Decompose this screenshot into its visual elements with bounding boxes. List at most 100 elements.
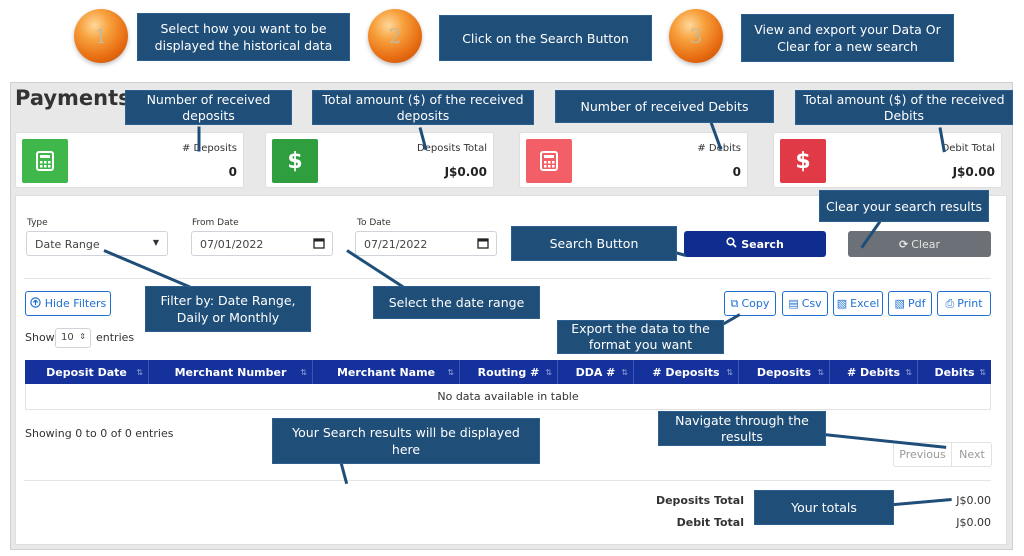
deposits-total-label: Deposits Total	[655, 494, 744, 507]
step-3-badge: 3	[669, 9, 723, 63]
step-3-callout: View and export your Data Or Clear for a…	[741, 14, 954, 62]
dollar-icon: $	[780, 139, 826, 183]
calendar-icon[interactable]	[313, 237, 325, 252]
from-date-value: 07/01/2022	[200, 238, 264, 251]
column-header-deposit-date[interactable]: Deposit Date ⇅	[25, 360, 149, 384]
from-date-input[interactable]: 07/01/2022	[191, 231, 333, 256]
callout-filter-by: Filter by: Date Range, Daily or Monthly	[145, 286, 311, 332]
card-value: 0	[732, 165, 741, 179]
updown-icon: ⇕	[79, 332, 86, 341]
copy-button[interactable]: ⧉Copy	[724, 291, 776, 316]
calculator-icon	[22, 139, 68, 183]
callout-date-range: Select the date range	[373, 286, 540, 319]
sort-icon: ⇅	[621, 367, 628, 377]
callout-text: Search Button	[549, 236, 639, 251]
type-select-value: Date Range	[35, 238, 100, 251]
next-page-button[interactable]: Next	[959, 448, 985, 461]
clear-button-label: Clear	[911, 237, 940, 251]
excel-button[interactable]: ▧Excel	[833, 291, 883, 316]
type-select[interactable]: Date Range ▼	[26, 231, 168, 256]
search-icon	[726, 237, 737, 251]
callout-text: Select the date range	[388, 295, 525, 310]
card-label: Debit Total	[941, 143, 995, 154]
column-header-merchant-name[interactable]: Merchant Name ⇅	[313, 360, 460, 384]
calculator-icon	[526, 139, 572, 183]
column-label: Routing #	[477, 365, 540, 379]
to-date-input[interactable]: 07/21/2022	[355, 231, 497, 256]
from-date-label: From Date	[192, 218, 239, 228]
type-label: Type	[27, 218, 48, 228]
card-value: J$0.00	[952, 165, 995, 179]
sort-icon: ⇅	[726, 367, 733, 377]
callout-pointer	[197, 126, 201, 152]
print-icon: ⎙	[945, 296, 955, 310]
refresh-icon: ⟳	[899, 237, 909, 251]
calendar-icon[interactable]	[477, 237, 489, 252]
callout-clear-results: Clear your search results	[819, 190, 989, 222]
callout-search-button: Search Button	[511, 226, 677, 261]
copy-icon: ⧉	[730, 296, 739, 310]
step-1-badge: 1	[74, 9, 128, 63]
table-empty-row: No data available in table	[25, 384, 991, 410]
entries-select[interactable]: 10 ⇕	[55, 328, 91, 348]
callout-received-deposits: Number of received deposits	[125, 90, 292, 125]
hide-filters-label: Hide Filters	[44, 297, 107, 310]
column-label: Deposits	[756, 365, 812, 379]
excel-label: Excel	[850, 297, 880, 310]
dollar-icon: $	[272, 139, 318, 183]
csv-label: Csv	[801, 297, 822, 310]
column-label: Merchant Name	[336, 365, 436, 379]
file-pdf-icon: ▧	[894, 297, 905, 310]
step-1-callout: Select how you want to be displayed the …	[137, 13, 350, 61]
pdf-button[interactable]: ▧Pdf	[888, 291, 932, 316]
previous-page-button[interactable]: Previous	[894, 443, 952, 466]
callout-your-totals: Your totals	[754, 490, 894, 525]
column-header-debits[interactable]: Debits⇅	[918, 360, 991, 384]
step-number: 1	[94, 24, 108, 48]
print-button[interactable]: ⎙Print	[937, 291, 991, 316]
callout-total-debits: Total amount ($) of the received Debits	[795, 90, 1013, 125]
column-label: Merchant Number	[174, 365, 287, 379]
deposits-count-card: # Deposits 0	[15, 132, 244, 188]
card-label: Deposits Total	[417, 143, 487, 154]
entries-label: entries	[96, 331, 135, 344]
page-title: Payments	[15, 86, 131, 110]
hide-filters-button[interactable]: Hide Filters	[25, 291, 111, 316]
to-date-label: To Date	[357, 218, 391, 228]
callout-text: Filter by: Date Range, Daily or Monthly	[160, 293, 296, 325]
print-label: Print	[957, 297, 983, 310]
sort-icon: ⇅	[300, 367, 307, 377]
column-header-routing[interactable]: Routing #⇅	[460, 360, 558, 384]
divider	[24, 480, 991, 481]
search-button[interactable]: Search	[684, 231, 826, 257]
entries-select-value: 10	[61, 332, 74, 343]
callout-received-debits: Number of received Debits	[555, 90, 774, 123]
step-text: View and export your Data Or Clear for a…	[754, 22, 941, 54]
step-number: 2	[388, 24, 402, 48]
sort-icon: ⇅	[136, 367, 143, 377]
caret-down-icon: ▼	[152, 238, 159, 247]
file-icon: ▤	[788, 297, 799, 310]
debit-total-label: Debit Total	[676, 516, 744, 529]
card-value: J$0.00	[444, 165, 487, 179]
column-header-deposits-count[interactable]: # Deposits⇅	[634, 360, 739, 384]
deposits-total-card: $ Deposits Total J$0.00	[265, 132, 494, 188]
csv-button[interactable]: ▤Csv	[782, 291, 828, 316]
column-header-merchant-number[interactable]: Merchant Number ⇅	[149, 360, 313, 384]
callout-total-deposits: Total amount ($) of the received deposit…	[312, 90, 534, 125]
sort-icon: ⇅	[447, 367, 454, 377]
step-text: Click on the Search Button	[462, 30, 629, 46]
column-header-debits-count[interactable]: # Debits⇅	[830, 360, 918, 384]
search-button-label: Search	[741, 237, 784, 251]
column-header-deposits[interactable]: Deposits⇅	[739, 360, 830, 384]
empty-message: No data available in table	[437, 390, 579, 403]
show-label: Show	[25, 331, 55, 344]
deposits-total-value: J$0.00	[956, 494, 991, 507]
table-info: Showing 0 to 0 of 0 entries	[25, 427, 174, 440]
pagination: Previous Next	[893, 442, 992, 467]
column-header-dda[interactable]: DDA #⇅	[558, 360, 634, 384]
column-label: Deposit Date	[46, 365, 127, 379]
step-2-callout: Click on the Search Button	[439, 15, 652, 61]
sort-icon: ⇅	[905, 367, 912, 377]
